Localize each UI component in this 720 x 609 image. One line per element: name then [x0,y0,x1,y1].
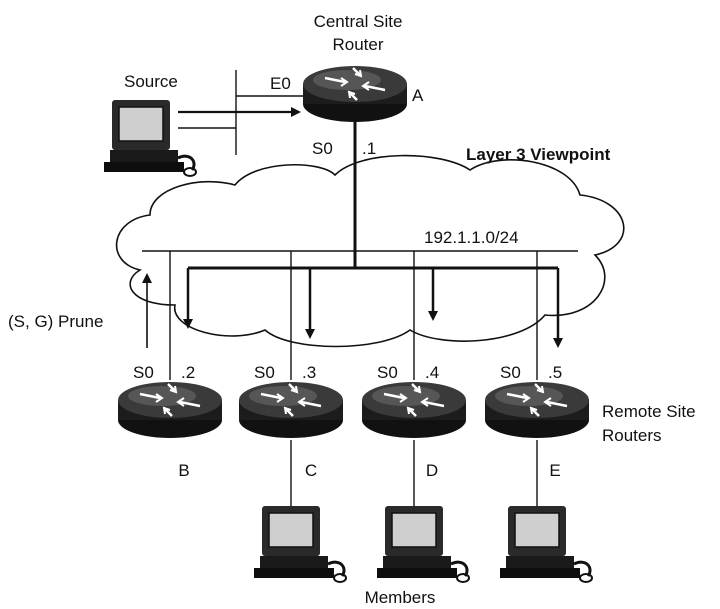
router-e-icon[interactable] [483,380,591,440]
member-computer-icon[interactable] [252,504,348,584]
router-c-port-label: S0 [254,363,275,382]
router-d-address-label: .4 [425,363,439,382]
e0-port-label: E0 [270,74,291,93]
member-computer-icon[interactable] [375,504,471,584]
router-c-address-label: .3 [302,363,316,382]
router-e-address-label: .5 [548,363,562,382]
members-label: Members [365,588,436,607]
router-b-port-label: S0 [133,363,154,382]
central-address-label: .1 [362,139,376,158]
diagram-title: Layer 3 Viewpoint [466,145,611,164]
member-computer-icon[interactable] [498,504,594,584]
subnet-label: 192.1.1.0/24 [424,228,519,247]
router-c-icon[interactable] [237,380,345,440]
central-s0-port-label: S0 [312,139,333,158]
central-router-caption-line1: Central Site [314,12,403,31]
router-d-label: D [426,461,438,480]
router-e-label: E [549,461,560,480]
router-b-address-label: .2 [181,363,195,382]
remote-routers-caption-line1: Remote Site [602,402,696,421]
router-b-icon[interactable] [116,380,224,440]
router-c-label: C [305,461,317,480]
router-a-label: A [412,86,424,105]
router-d-port-label: S0 [377,363,398,382]
prune-label: (S, G) Prune [8,312,103,331]
central-router-caption-line2: Router [332,35,383,54]
router-a-icon[interactable] [301,64,409,124]
router-d-icon[interactable] [360,380,468,440]
router-b-label: B [178,461,189,480]
remote-routers-caption-line2: Routers [602,426,662,445]
router-e-port-label: S0 [500,363,521,382]
source-label: Source [124,72,178,91]
